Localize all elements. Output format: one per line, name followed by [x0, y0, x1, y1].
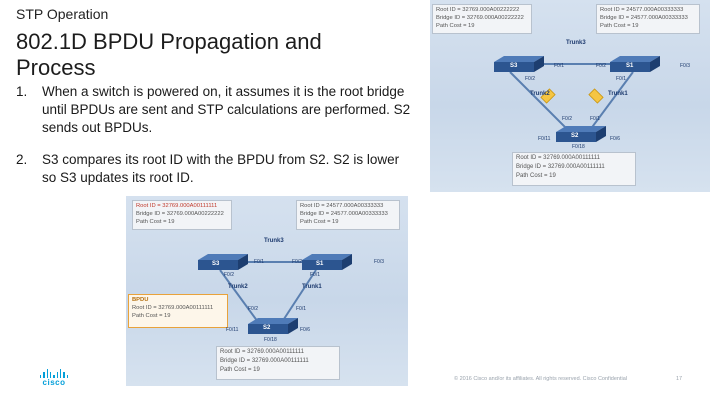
switch-icon: [610, 56, 660, 72]
port-label: F0/1: [296, 306, 307, 312]
cisco-logo-text: cisco: [42, 378, 66, 387]
port-label: F0/2: [292, 259, 303, 265]
switch-label-s3: S3: [510, 63, 518, 69]
s2-bridge-info: Root ID = 32769.000A00111111 Bridge ID =…: [512, 152, 636, 186]
trunk-label: Trunk3: [566, 40, 586, 46]
port-label: F0/2: [224, 272, 235, 278]
switch-icon: [198, 254, 248, 270]
port-label: F0/18: [264, 337, 277, 343]
path-cost: Path Cost = 19: [516, 173, 556, 179]
bridge-id: Bridge ID = 32769.000A00111111: [516, 164, 605, 170]
page-number: 17: [676, 376, 683, 382]
bridge-id: Bridge ID = 32769.000A00111111: [220, 358, 309, 364]
topology-links-top: [494, 56, 660, 142]
root-id: Root ID = 24577.000A00333333: [300, 203, 384, 209]
step-item: 2. S3 compares its root ID with the BPDU…: [16, 151, 416, 187]
root-id: Root ID = 24577.000A00333333: [600, 7, 684, 13]
step-number: 2.: [16, 152, 28, 167]
port-label: F0/18: [572, 144, 585, 150]
root-id: Root ID = 32769.000A00111111: [136, 203, 218, 209]
bridge-id: Bridge ID = 24577.000A00333333: [600, 15, 688, 21]
bpdu-message: BPDU Root ID = 32769.000A00111111 Path C…: [128, 294, 228, 328]
s1-bridge-info: Root ID = 24577.000A00333333 Bridge ID =…: [596, 4, 700, 34]
switch-icon: [494, 56, 544, 72]
step-number: 1.: [16, 84, 28, 99]
slide-eyebrow: STP Operation: [16, 6, 109, 22]
port-label: F0/11: [538, 136, 551, 142]
path-cost: Path Cost = 19: [300, 219, 339, 225]
bridge-id: Bridge ID = 24577.000A00333333: [300, 211, 388, 217]
port-label: F0/3: [374, 259, 385, 265]
bpdu-envelope-icon: [540, 88, 556, 104]
s3-bridge-info: Root ID = 32769.000A00222222 Bridge ID =…: [432, 4, 532, 34]
s1-bridge-info: Root ID = 24577.000A00333333 Bridge ID =…: [296, 200, 400, 230]
switch-label-s3: S3: [212, 261, 220, 267]
bridge-id: Bridge ID = 32769.000A00222222: [136, 211, 224, 217]
port-label: F0/1: [554, 63, 565, 69]
topology-diagram-top: Root ID = 32769.000A00222222 Bridge ID =…: [430, 0, 710, 192]
path-cost: Path Cost = 19: [136, 219, 175, 225]
root-id: Root ID = 32769.000A00222222: [436, 7, 520, 13]
trunk-label: Trunk3: [264, 238, 284, 244]
port-label: F0/3: [680, 63, 691, 69]
footer-copyright: © 2016 Cisco and/or its affiliates. All …: [454, 376, 628, 382]
trunk-label: Trunk1: [302, 284, 322, 290]
switch-icon: [248, 318, 298, 334]
port-label: F0/2: [525, 76, 536, 82]
switch-icon: [556, 126, 606, 142]
topology-links-bottom: [198, 254, 352, 334]
root-id: Root ID = 32769.000A00111111: [516, 155, 601, 161]
port-label: F0/2: [596, 63, 607, 69]
bridge-id: Bridge ID = 32769.000A00222222: [436, 15, 524, 21]
trunk-label: Trunk2: [530, 91, 550, 97]
trunk-label: Trunk2: [228, 284, 248, 290]
switch-icon: [302, 254, 352, 270]
switch-label-s1: S1: [316, 261, 324, 267]
s2-bridge-info: Root ID = 32769.000A00111111 Bridge ID =…: [216, 346, 340, 380]
switch-label-s1: S1: [626, 63, 634, 69]
root-id: Root ID = 32769.000A00111111: [220, 349, 305, 355]
port-label: F0/2: [562, 116, 573, 122]
cisco-logo-bars: [40, 368, 68, 378]
trunk-label: Trunk1: [608, 91, 628, 97]
port-label: F0/1: [590, 116, 601, 122]
bpdu-envelope-icon: [588, 88, 604, 104]
steps-list: 1. When a switch is powered on, it assum…: [16, 83, 416, 201]
slide-title: 802.1D BPDU Propagation and Process: [16, 29, 322, 80]
port-label: F0/1: [310, 272, 321, 278]
topology-diagram-bottom: Root ID = 32769.000A00111111 Bridge ID =…: [126, 196, 408, 386]
cisco-logo: cisco: [40, 368, 68, 388]
switch-label-s2: S2: [571, 133, 579, 139]
port-label: F0/2: [248, 306, 259, 312]
bpdu-path-cost: Path Cost = 19: [132, 313, 171, 319]
port-label: F0/6: [300, 327, 311, 333]
switch-label-s2: S2: [263, 325, 271, 331]
bpdu-title: BPDU: [132, 297, 149, 303]
port-label: F0/6: [610, 136, 621, 142]
port-label: F0/11: [226, 327, 239, 333]
bpdu-root-id: Root ID = 32769.000A00111111: [132, 305, 214, 311]
step-item: 1. When a switch is powered on, it assum…: [16, 83, 416, 137]
step-text: S3 compares its root ID with the BPDU fr…: [42, 152, 400, 185]
step-text: When a switch is powered on, it assumes …: [42, 84, 411, 135]
s3-bridge-info: Root ID = 32769.000A00111111 Bridge ID =…: [132, 200, 232, 230]
port-label: F0/1: [254, 259, 265, 265]
path-cost: Path Cost = 19: [436, 23, 475, 29]
path-cost: Path Cost = 19: [220, 367, 260, 373]
path-cost: Path Cost = 19: [600, 23, 639, 29]
port-label: F0/1: [616, 76, 627, 82]
